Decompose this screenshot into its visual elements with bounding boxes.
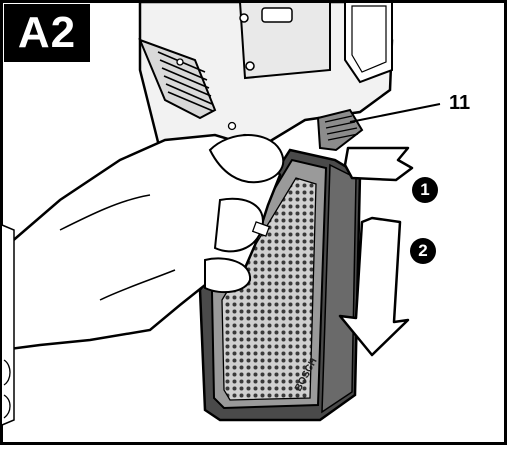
dust-box: BOSCH <box>198 148 362 422</box>
step-1-badge: 1 <box>412 177 438 203</box>
callout-leader-line <box>349 103 441 123</box>
push-arrow <box>343 146 414 182</box>
pull-down-arrow <box>338 216 410 357</box>
tool-housing <box>138 0 394 180</box>
left-edge-detail <box>1 224 15 426</box>
hand <box>0 133 285 352</box>
callout-number: 11 <box>449 92 471 114</box>
figure-label: A2 <box>4 4 90 62</box>
step-2-badge: 2 <box>410 238 436 264</box>
release-latch <box>316 103 441 152</box>
